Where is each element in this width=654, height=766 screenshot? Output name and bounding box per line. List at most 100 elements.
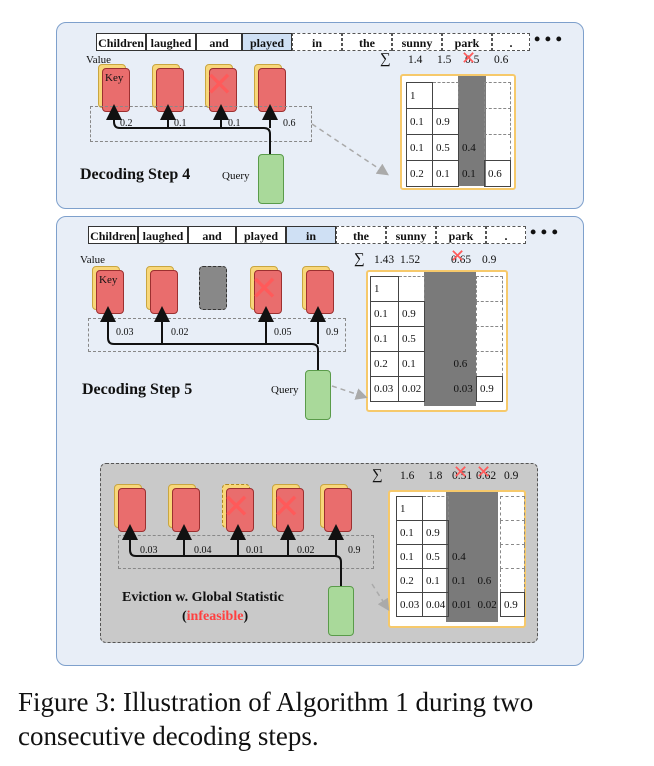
column-sum: 1.43 xyxy=(374,254,395,266)
attention-weight: 0.02 xyxy=(297,545,315,556)
column-sum-evicted: 0.62 xyxy=(476,470,497,482)
step4-token-row: Children laughed and played in the sunny… xyxy=(96,29,562,53)
matrix-cell xyxy=(484,108,511,135)
matrix-cell xyxy=(432,82,459,109)
kv-pair xyxy=(92,266,124,314)
step5-title: Decoding Step 5 xyxy=(82,381,193,398)
matrix-cell: 0.9 xyxy=(500,592,525,617)
attention-weight: 0.04 xyxy=(194,545,212,556)
kv-pair-removed xyxy=(199,266,229,312)
matrix-cell: 0.6 xyxy=(484,160,511,187)
infeasible-note: (infeasible) xyxy=(182,609,248,625)
matrix-cell: 0.1 xyxy=(432,160,459,187)
matrix-cell: 0.5 xyxy=(422,544,449,569)
evict-x-icon: ✕ xyxy=(205,65,234,105)
attention-region xyxy=(90,106,312,142)
matrix-cell: 0.6 xyxy=(477,574,492,587)
token-future: the xyxy=(342,33,392,51)
matrix-cell: 0.4 xyxy=(452,550,466,563)
token-future: park xyxy=(436,226,486,244)
value-label: Value xyxy=(86,54,112,66)
matrix-cell: 0.04 xyxy=(422,592,449,617)
attention-weight: 0.9 xyxy=(348,545,361,556)
matrix-cell: 0.1 xyxy=(452,574,466,587)
sigma-icon: ∑ xyxy=(380,51,391,67)
matrix-cell xyxy=(476,301,503,327)
paren-open: ( xyxy=(182,609,187,624)
token: laughed xyxy=(138,226,188,244)
matrix-cell: 0.6 xyxy=(453,358,468,370)
matrix-cell xyxy=(500,496,525,521)
column-sum: 0.6 xyxy=(494,54,509,66)
sigma-icon: ∑ xyxy=(372,467,383,483)
matrix-cell: 0.5 xyxy=(432,134,459,161)
matrix-cell: 0.03 xyxy=(453,383,473,395)
kv-pair xyxy=(152,64,184,112)
ellipsis: • • • xyxy=(534,29,562,49)
evicted-column-shade xyxy=(446,492,498,622)
matrix-cell: 0.02 xyxy=(477,598,497,611)
evict-x-icon: ✕ xyxy=(250,269,279,309)
kv-pair xyxy=(114,484,146,532)
token: laughed xyxy=(146,33,196,51)
ellipsis: • • • xyxy=(530,222,558,242)
query-label: Query xyxy=(222,170,250,182)
matrix-cell: 0.1 xyxy=(406,134,433,161)
dashed-arrow xyxy=(331,385,368,400)
column-sum: 0.9 xyxy=(482,254,497,266)
column-sum: 1.52 xyxy=(400,254,421,266)
token: Children xyxy=(88,226,138,244)
attention-weight: 0.02 xyxy=(171,327,189,338)
attention-weight: 0.2 xyxy=(120,118,133,129)
evict-x-icon: ✕ xyxy=(272,487,301,527)
key-label: Key xyxy=(99,274,118,286)
token-future: sunny xyxy=(392,33,442,51)
token-current: in xyxy=(286,226,336,244)
attention-weight: 0.03 xyxy=(140,545,158,556)
column-sum-evicted: 0.65 xyxy=(451,254,472,266)
token-future: sunny xyxy=(386,226,436,244)
attention-region xyxy=(118,535,374,569)
attention-weight: 0.05 xyxy=(274,327,292,338)
evict-x-icon: ✕ xyxy=(453,462,469,483)
query-to-keys-arrows-step4 xyxy=(106,104,278,154)
column-sum: 1.5 xyxy=(437,54,452,66)
token-future: in xyxy=(292,33,342,51)
token-future: . xyxy=(486,226,526,244)
matrix-cell: 0.02 xyxy=(398,376,425,402)
sigma-icon: ∑ xyxy=(354,251,365,267)
dashed-arrow xyxy=(311,123,389,176)
token: and xyxy=(188,226,236,244)
figure-caption: Figure 3: Illustration of Algorithm 1 du… xyxy=(18,687,534,751)
matrix-cell: 0.1 xyxy=(462,167,476,180)
token-future: park xyxy=(442,33,492,51)
column-sum-evicted: 0.51 xyxy=(452,470,473,482)
step5-token-row: Children laughed and played in the sunny… xyxy=(88,222,558,246)
step4-title: Decoding Step 4 xyxy=(80,166,191,183)
matrix-cell xyxy=(484,134,511,161)
evicted-column-shade xyxy=(458,76,486,186)
attention-weight: 0.6 xyxy=(283,118,296,129)
query-to-keys-arrows-step5 xyxy=(100,306,326,370)
matrix-cell: 0.9 xyxy=(476,376,503,402)
column-sum: 1.4 xyxy=(408,54,423,66)
matrix-cell xyxy=(500,520,525,545)
column-sum: 0.9 xyxy=(504,470,519,482)
attention-region xyxy=(88,318,346,352)
value-block xyxy=(199,266,227,310)
query-to-keys-arrows-global xyxy=(122,524,344,586)
attention-weight: 0.1 xyxy=(228,118,241,129)
evict-x-icon: ✕ xyxy=(476,462,492,483)
column-sum: 1.8 xyxy=(428,470,443,482)
query-block xyxy=(258,154,284,204)
dashed-arrow xyxy=(371,583,390,612)
key-label: Key xyxy=(105,72,124,84)
token-future: . xyxy=(492,33,530,51)
evicted-column-shade xyxy=(424,272,476,406)
matrix-cell: 0.9 xyxy=(398,301,425,327)
evict-x-icon: ✕ xyxy=(222,487,251,527)
